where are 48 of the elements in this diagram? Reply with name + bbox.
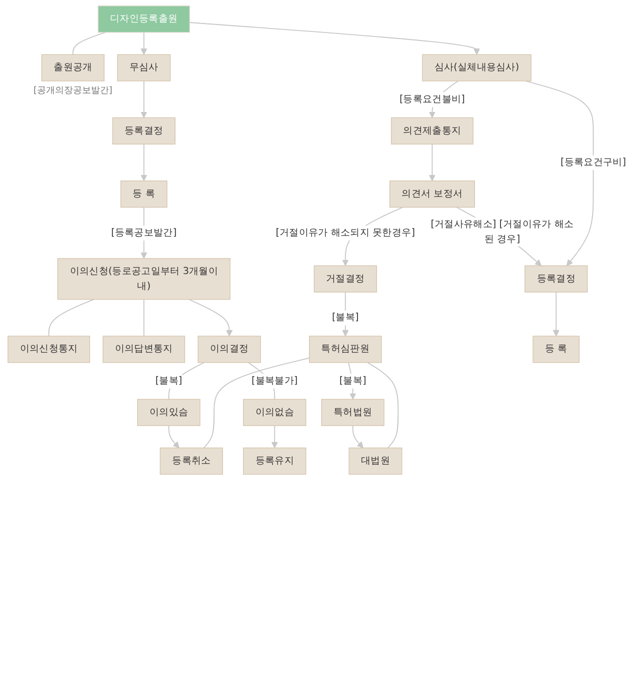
arrow <box>524 80 594 266</box>
node-box: 의견제출통지 <box>390 117 474 144</box>
edge-label: [거절사유해소] [거절이유가 해소된 경우] <box>430 218 574 244</box>
arrow <box>189 22 480 55</box>
node-note: [공개의장공보발간] <box>33 86 112 96</box>
edge-label: [불복] <box>155 375 182 386</box>
node-box: 출원공개 <box>41 54 105 82</box>
arrow <box>140 32 148 55</box>
node-box: 거절결정 <box>314 265 377 292</box>
arrow <box>168 425 180 448</box>
connector <box>48 298 94 337</box>
node-box: 특허심판원 <box>309 336 382 363</box>
arrow <box>552 292 560 336</box>
edge-label: [불복] <box>332 312 359 324</box>
node-box: 특허법원 <box>321 398 384 426</box>
node-box: 등록유지 <box>243 448 306 475</box>
edge-label: [불복] <box>339 375 366 386</box>
connector <box>143 298 144 337</box>
node-box: 등 록 <box>120 180 168 208</box>
node-box: 디자인등록출원 <box>98 6 190 33</box>
node-box: 의견서 보정서 <box>389 180 475 208</box>
node-box: 등록취소 <box>160 448 224 475</box>
arrow <box>352 425 364 448</box>
node-box: 이의없슴 <box>243 398 306 426</box>
edge-label: [등록요건불비] <box>399 94 465 105</box>
arrow <box>188 298 233 336</box>
connector <box>366 362 399 448</box>
node-box: 심사(실체내용심사) <box>422 54 532 82</box>
edge-label: [불복불가] <box>252 375 298 386</box>
edge-label: [등록공보발간] <box>111 227 177 238</box>
node-box: 등록결정 <box>524 265 588 292</box>
node-box: 등 록 <box>532 336 580 363</box>
node-box: 등록결정 <box>112 117 176 144</box>
node-box: 이의신청(등로공고일부터 3개월이내) <box>57 258 230 300</box>
arrow <box>140 144 148 182</box>
node-box: 이의신청통지 <box>8 336 90 363</box>
arrow <box>428 144 436 182</box>
connector <box>72 32 106 56</box>
node-box: 이의있슴 <box>137 398 200 426</box>
arrow <box>140 80 148 118</box>
arrow <box>271 425 278 448</box>
node-box: 무심사 <box>117 54 171 82</box>
node-box: 이의답변통지 <box>102 336 186 363</box>
node-box: 대법원 <box>348 448 402 475</box>
edge-label: [등록요건구비] <box>560 156 626 168</box>
edge-label: [거절이유가 해소되지 못한경우] <box>276 227 416 238</box>
connector <box>203 358 310 448</box>
node-box: 이의결정 <box>198 336 261 363</box>
